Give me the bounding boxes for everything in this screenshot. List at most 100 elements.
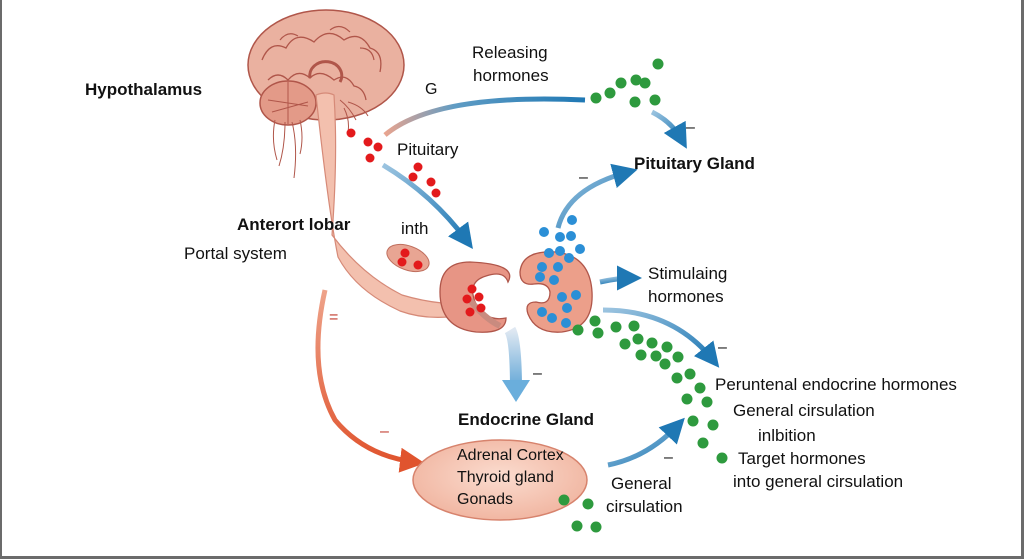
hormone-dot — [646, 337, 658, 349]
releasing-hormones-arrow — [383, 96, 586, 137]
hormone-dot — [544, 248, 554, 258]
hormone-dot — [635, 349, 647, 361]
label-releasing-line1: Releasing — [472, 43, 548, 62]
hormone-dot — [539, 227, 549, 237]
hormone-dot — [619, 338, 631, 350]
hormone-dot — [610, 321, 622, 333]
hormone-dot — [555, 246, 565, 256]
label-stimulating-line2: hormones — [648, 287, 724, 306]
frame-right-border — [1021, 0, 1024, 559]
label-hypothalamus: Hypothalamus — [85, 80, 203, 99]
endocrine-target-gonads: Gonads — [457, 491, 514, 508]
label-general-bottom: General — [611, 474, 672, 493]
hormone-dot — [589, 315, 601, 327]
hormone-dot — [555, 232, 565, 242]
hormone-dot — [564, 253, 574, 263]
sign-endocrine-to-circulation: – — [664, 449, 673, 466]
endocrine-gland-ellipse — [412, 439, 588, 521]
hormone-dot — [400, 248, 410, 258]
hormone-dot — [628, 320, 640, 332]
pituitary-descending-arrow — [381, 162, 473, 250]
sign-portal-upper: = — [329, 309, 339, 326]
hormone-dot — [652, 58, 664, 70]
label-target-hormones: Target hormones — [738, 449, 866, 468]
green-hormone-dots — [558, 58, 728, 533]
peripheral-hormones-arrow — [602, 307, 720, 368]
hormone-dot — [649, 94, 661, 106]
hormone-dot — [684, 368, 696, 380]
hormone-dot — [557, 292, 567, 302]
sign-pituitary-to-endocrine: – — [533, 365, 542, 382]
frame-bottom-border — [0, 556, 1024, 559]
hormone-dot — [582, 498, 594, 510]
hormone-dot — [474, 292, 484, 302]
pituitary-stalk — [315, 92, 449, 318]
label-portal-system: Portal system — [184, 244, 287, 263]
hormone-dot — [590, 92, 602, 104]
red-hormone-dots — [346, 128, 486, 317]
hormone-dot — [571, 290, 581, 300]
endocrine-target-thyroid: Thyroid gland — [457, 469, 554, 486]
hormone-dot — [413, 260, 423, 270]
hormone-dot — [697, 437, 709, 449]
hormone-dot — [659, 358, 671, 370]
hormone-dot — [465, 307, 475, 317]
hormone-dot — [373, 142, 383, 152]
posterior-to-pituitary-arrow — [555, 163, 638, 229]
hormone-dot — [476, 303, 486, 313]
hormone-dot — [426, 177, 436, 187]
label-endocrine-gland: Endocrine Gland — [458, 410, 595, 429]
hormone-dot — [572, 324, 584, 336]
hormone-dot — [639, 77, 651, 89]
hormone-dot — [549, 275, 559, 285]
hormone-dot — [363, 137, 373, 147]
hormone-dot — [672, 351, 684, 363]
hormone-dot — [537, 307, 547, 317]
endocrine-target-adrenal: Adrenal Cortex — [457, 447, 564, 464]
hormone-dot — [701, 396, 713, 408]
blue-hormone-dots — [535, 215, 585, 328]
endocrine-to-circulation-arrow — [607, 417, 685, 468]
sign-releasing-to-pituitary: – — [686, 119, 695, 136]
hormone-dot — [632, 333, 644, 345]
hormone-dot — [615, 77, 627, 89]
green-to-pituitary-arrow — [650, 109, 687, 149]
hormone-dot — [558, 494, 570, 506]
portal-loop-arrow — [315, 289, 425, 473]
sign-stimulating-down: – — [718, 339, 727, 356]
frame-left-border — [0, 0, 2, 559]
label-anterior-lobe: Anterort lobar — [237, 215, 351, 234]
hormone-dot — [687, 415, 699, 427]
label-into-general-circulation: into general cirsulation — [733, 472, 904, 491]
hormone-dot — [413, 162, 423, 172]
hormone-dot — [535, 272, 545, 282]
hormone-dot — [365, 153, 375, 163]
brain-illustration — [247, 9, 405, 179]
sign-pituitary-up: – — [579, 169, 588, 186]
label-pituitary-gland: Pituitary Gland — [634, 154, 755, 173]
hormone-dot — [547, 313, 557, 323]
hormone-dot — [571, 520, 583, 532]
hormone-dot — [537, 262, 547, 272]
stimulating-hormones-arrow — [599, 265, 642, 291]
hormone-dot — [604, 87, 616, 99]
pituitary-to-endocrine-arrowhead — [502, 380, 530, 402]
hormone-dot — [561, 318, 571, 328]
hormone-dot — [661, 341, 673, 353]
anterior-lobe-illustration — [439, 261, 511, 333]
hormone-dot — [716, 452, 728, 464]
hormone-dot — [408, 172, 418, 182]
hormone-dot — [553, 262, 563, 272]
label-stimulating-line1: Stimulaing — [648, 264, 728, 283]
label-g-marker: G — [425, 81, 438, 98]
hormone-dot — [346, 128, 356, 138]
hormone-dot — [681, 393, 693, 405]
hormone-dot — [567, 215, 577, 225]
hormone-dot — [467, 284, 477, 294]
label-peripheral-hormones: Peruntenal endocrine hormones — [715, 375, 957, 394]
hormone-dot — [671, 372, 683, 384]
label-releasing-line2: hormones — [473, 66, 549, 85]
hormone-dot — [462, 294, 472, 304]
label-inth: inth — [401, 219, 429, 238]
